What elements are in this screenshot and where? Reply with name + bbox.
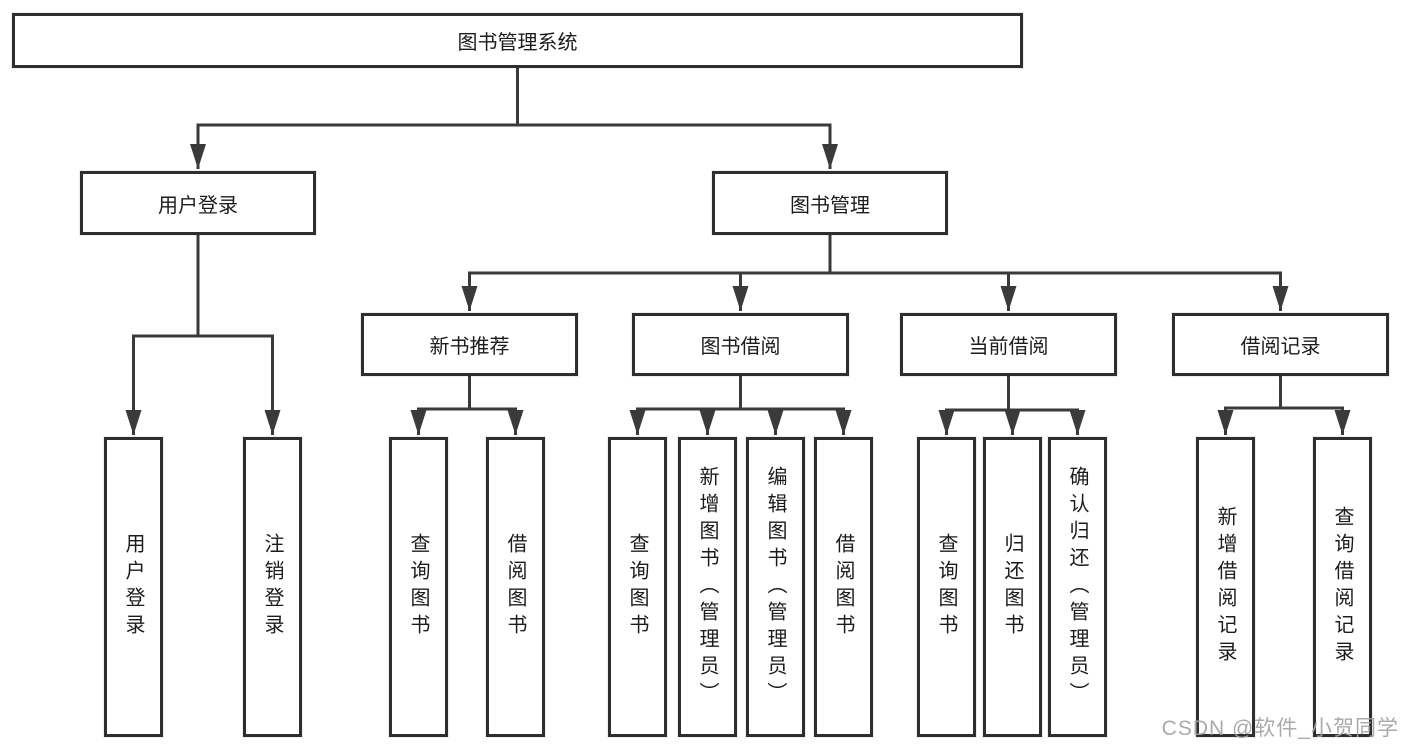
node-current-borrow: 当前借阅: [900, 313, 1117, 376]
leaf-bookborrow-edit-admin: 编辑图书（管理员）: [746, 437, 805, 737]
leaf-label: 查询图书: [626, 533, 648, 641]
leaf-label: 借阅图书: [832, 533, 854, 641]
leaf-currentborrow-return: 归还图书: [983, 437, 1042, 737]
node-borrow-records: 借阅记录: [1172, 313, 1389, 376]
leaf-bookborrow-query: 查询图书: [608, 437, 667, 737]
leaf-bookborrow-borrow: 借阅图书: [814, 437, 873, 737]
node-book-management: 图书管理: [712, 171, 948, 235]
leaf-label: 借阅图书: [504, 533, 526, 641]
leaf-label: 编辑图书（管理员）: [764, 465, 786, 709]
leaf-label: 注销登录: [261, 533, 283, 641]
leaf-logout: 注销登录: [243, 437, 302, 737]
leaf-label: 新增图书（管理员）: [696, 465, 718, 709]
leaf-label: 归还图书: [1001, 533, 1023, 641]
leaf-label: 用户登录: [122, 533, 144, 641]
node-new-book-recommend: 新书推荐: [361, 313, 578, 376]
leaf-newbooks-query: 查询图书: [389, 437, 448, 737]
leaf-user-login: 用户登录: [104, 437, 163, 737]
node-user-login: 用户登录: [80, 171, 316, 235]
leaf-label: 确认归还（管理员）: [1066, 465, 1088, 709]
leaf-newbooks-borrow: 借阅图书: [486, 437, 545, 737]
node-root: 图书管理系统: [12, 13, 1023, 68]
node-book-borrow: 图书借阅: [632, 313, 849, 376]
leaf-currentborrow-confirm-admin: 确认归还（管理员）: [1048, 437, 1107, 737]
leaf-label: 查询借阅记录: [1331, 506, 1353, 668]
leaf-records-add: 新增借阅记录: [1196, 437, 1255, 737]
leaf-label: 查询图书: [407, 533, 429, 641]
leaf-records-query: 查询借阅记录: [1313, 437, 1372, 737]
leaf-bookborrow-add-admin: 新增图书（管理员）: [678, 437, 737, 737]
leaf-label: 新增借阅记录: [1214, 506, 1236, 668]
leaf-label: 查询图书: [935, 533, 957, 641]
leaf-currentborrow-query: 查询图书: [917, 437, 976, 737]
